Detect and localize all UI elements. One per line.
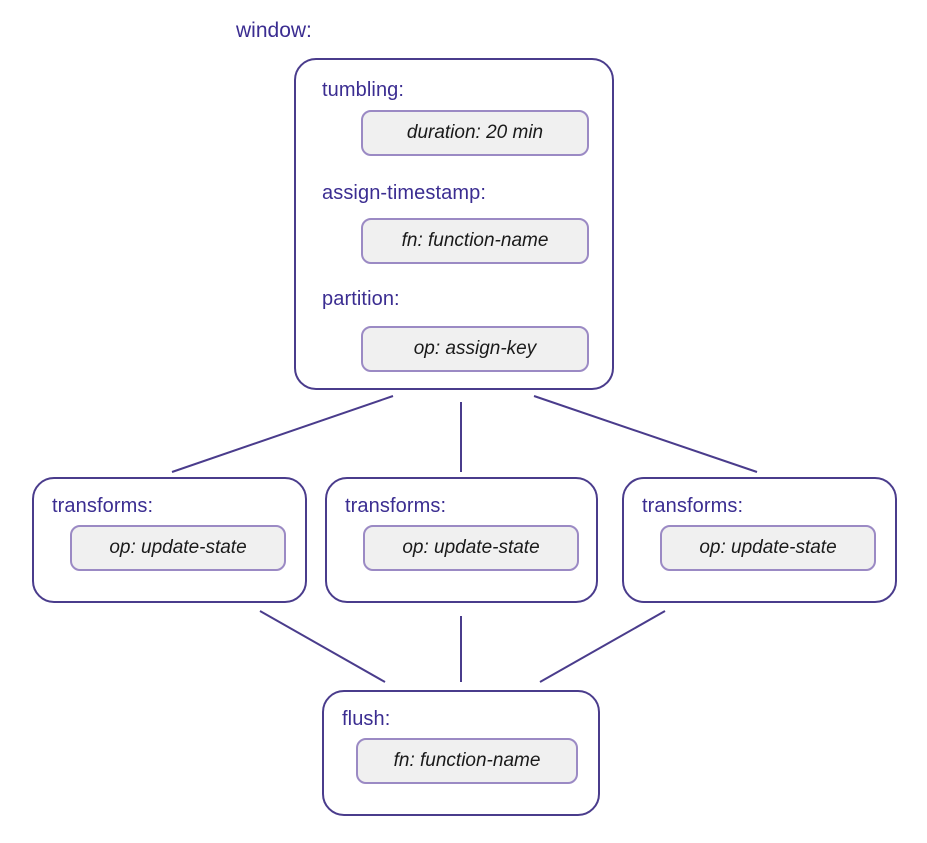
transforms-label-right: transforms:	[642, 495, 744, 517]
edge-window-to-transforms-right	[533, 395, 758, 473]
section-label-assign-timestamp: assign-timestamp:	[322, 182, 486, 204]
edge-transforms-left-to-flush	[259, 610, 386, 683]
transforms-label-middle: transforms:	[345, 495, 447, 517]
section-label-partition: partition:	[322, 288, 400, 310]
leaf-box-flush-fn[interactable]: fn: function-name	[356, 738, 578, 784]
leaf-box-transforms-op-left[interactable]: op: update-state	[70, 525, 286, 571]
section-label-tumbling: tumbling:	[322, 79, 405, 101]
transforms-label-left: transforms:	[52, 495, 154, 517]
transforms-group-box-left[interactable]: transforms: op: update-state	[32, 477, 307, 603]
leaf-text-assign-timestamp-fn: fn: function-name	[401, 230, 549, 251]
leaf-box-assign-timestamp-fn[interactable]: fn: function-name	[361, 218, 589, 264]
leaf-box-transforms-op-right[interactable]: op: update-state	[660, 525, 876, 571]
edge-transforms-right-to-flush	[539, 610, 666, 683]
leaf-text-transforms-op-right: op: update-state	[699, 537, 837, 558]
leaf-text-partition-op: op: assign-key	[413, 338, 537, 359]
transforms-group-box-right[interactable]: transforms: op: update-state	[622, 477, 897, 603]
leaf-box-partition-op[interactable]: op: assign-key	[361, 326, 589, 372]
leaf-text-transforms-op-middle: op: update-state	[402, 537, 540, 558]
leaf-text-tumbling-duration: duration: 20 min	[406, 122, 544, 143]
page-title: window:	[236, 19, 312, 42]
flush-group-box[interactable]: flush: fn: function-name	[322, 690, 600, 816]
leaf-box-transforms-op-middle[interactable]: op: update-state	[363, 525, 579, 571]
leaf-text-transforms-op-left: op: update-state	[109, 537, 247, 558]
flush-label: flush:	[342, 708, 391, 730]
edge-window-to-transforms-left	[171, 395, 394, 473]
transforms-group-box-middle[interactable]: transforms: op: update-state	[325, 477, 598, 603]
leaf-box-tumbling-duration[interactable]: duration: 20 min	[361, 110, 589, 156]
window-group-box[interactable]: tumbling: duration: 20 min assign-timest…	[294, 58, 614, 390]
leaf-text-flush-fn: fn: function-name	[393, 750, 541, 771]
